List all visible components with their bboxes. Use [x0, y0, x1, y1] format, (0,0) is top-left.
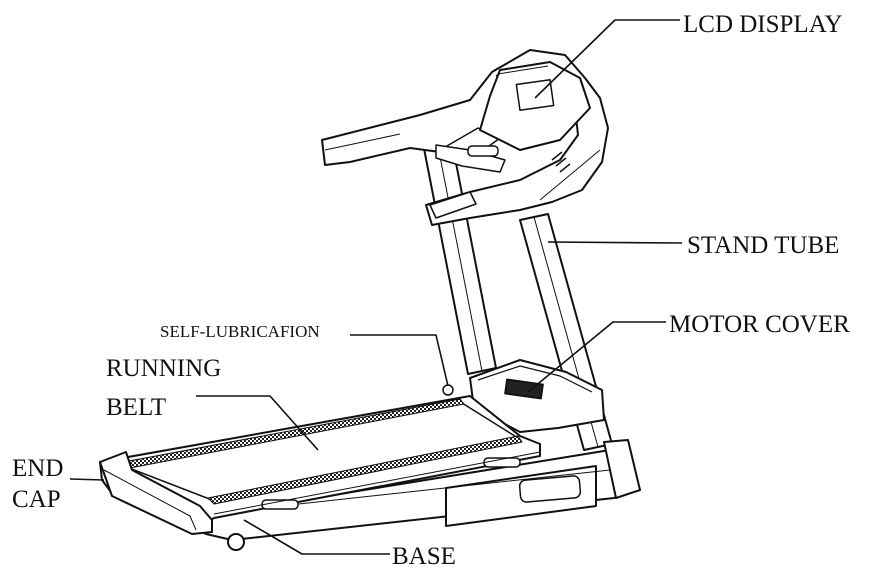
base-frame: [179, 439, 641, 551]
end-cap-leader: [69, 478, 105, 481]
self-lubrication-label: SELF-LUBRICAFION: [160, 322, 320, 341]
running-belt-label-line1: RUNNING: [106, 355, 222, 382]
lcd-display-label: LCD DISPLAY: [683, 11, 843, 38]
base-leader: [243, 519, 390, 555]
stand-tube-label: STAND TUBE: [687, 232, 840, 259]
motor-cover-leader: [527, 321, 666, 393]
running-belt-leader: [196, 395, 319, 451]
callout-lines: [69, 19, 683, 555]
end-cap-label-line1: END: [12, 455, 64, 482]
end-cap: [99, 451, 213, 535]
motor-cover: [469, 359, 605, 433]
motor-cover-label: MOTOR COVER: [669, 311, 850, 338]
running-belt-label-line2: BELT: [106, 394, 167, 421]
lcd-display-leader: [534, 19, 680, 99]
base-label: BASE: [392, 543, 456, 569]
end-cap-label-line2: CAP: [12, 486, 61, 513]
self-lubrication-leader: [350, 334, 449, 387]
lcd-display: [479, 61, 591, 151]
stand-tube-leader: [547, 241, 683, 244]
